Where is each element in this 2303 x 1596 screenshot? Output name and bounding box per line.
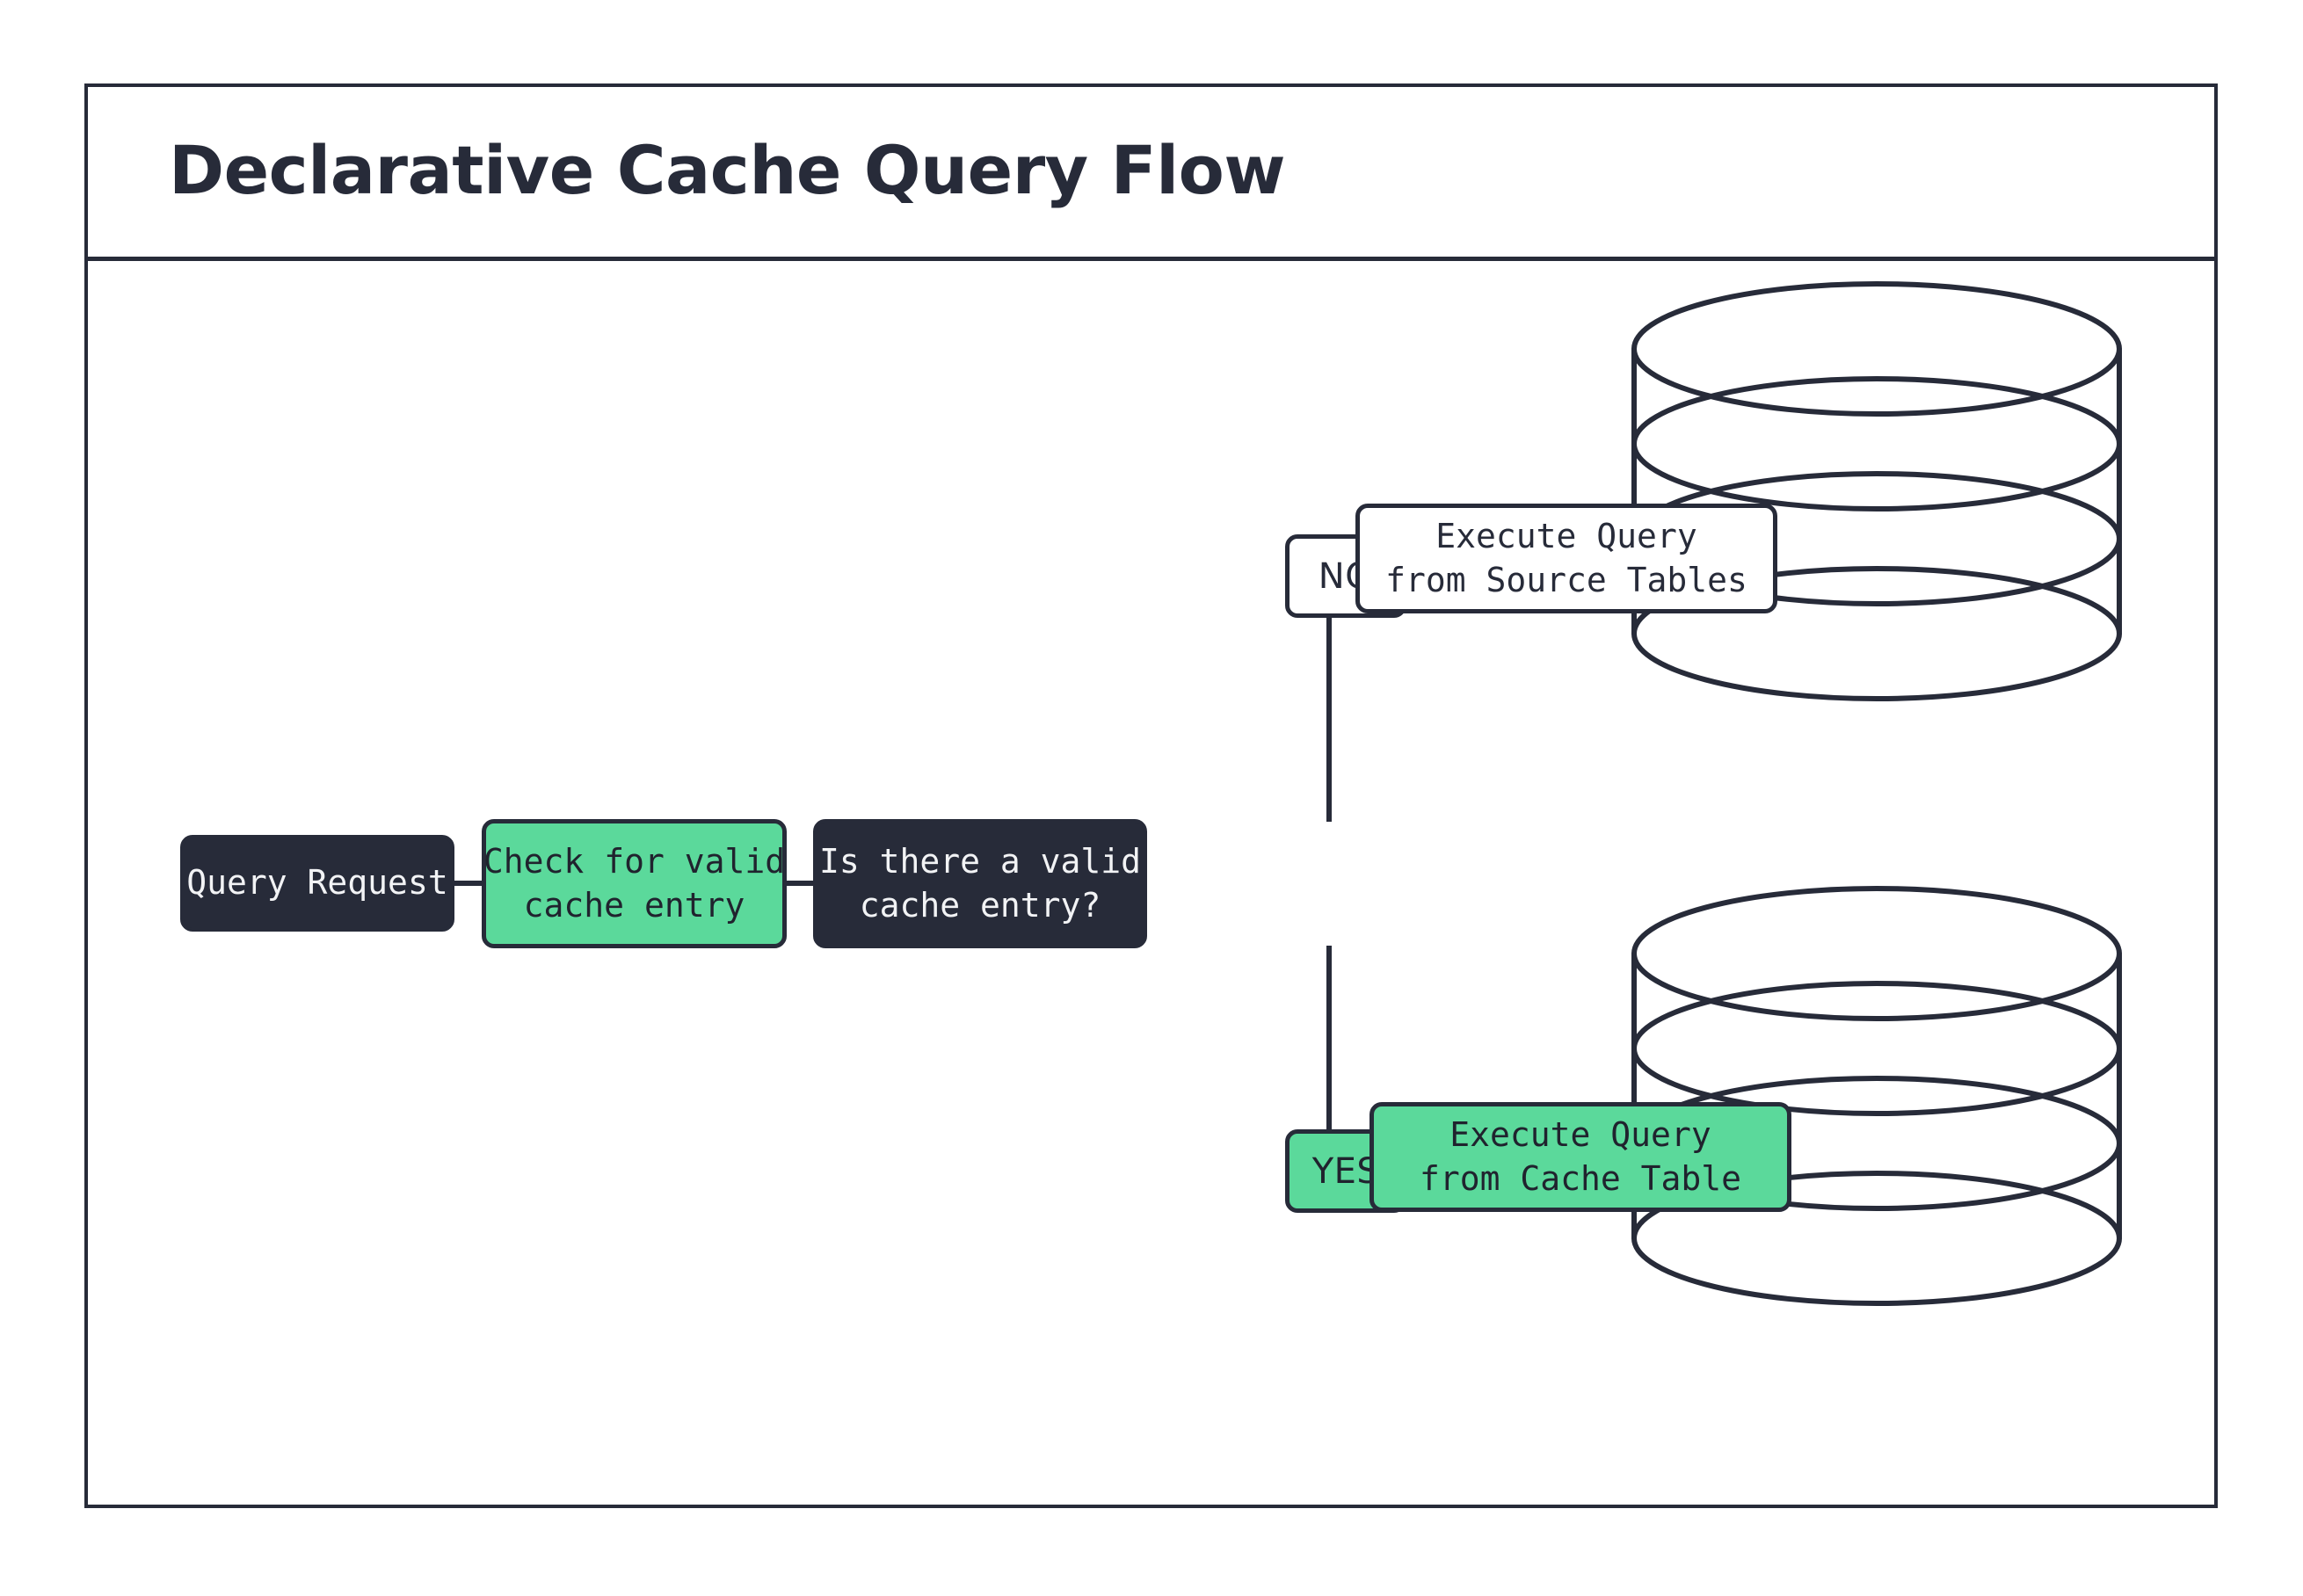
node-decision-valid-cache-entry[interactable]: Is there a valid cache entry? [813, 819, 1147, 948]
page-title: Declarative Cache Query Flow [169, 131, 1286, 209]
connector-layer [452, 281, 2122, 1306]
source-tables-database-icon [1631, 281, 2122, 701]
node-query-request[interactable]: Query Request [180, 835, 454, 932]
node-execute-query-from-source-tables[interactable]: Execute Query from Source Tables [1355, 504, 1777, 613]
cache-table-database-icon [1631, 886, 2122, 1306]
diagram-canvas: Query Request Check for valid cache entr… [88, 87, 2221, 1512]
node-check-for-valid-cache-entry[interactable]: Check for valid cache entry [482, 819, 787, 948]
node-execute-query-from-cache-table[interactable]: Execute Query from Cache Table [1369, 1102, 1791, 1212]
title-bar: Declarative Cache Query Flow [88, 87, 2214, 261]
diagram-frame: Declarative Cache Query Flow [84, 83, 2218, 1508]
